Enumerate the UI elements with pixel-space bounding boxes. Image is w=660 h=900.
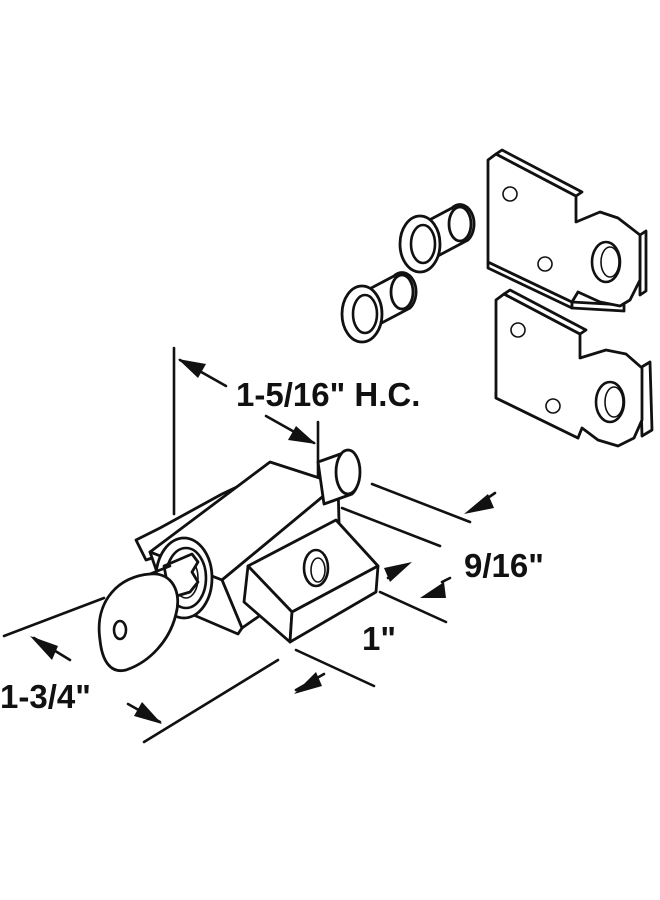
plate-pin-hole (594, 380, 626, 424)
width-label: 9/16" (464, 547, 544, 584)
width-dimension: 9/16" (340, 482, 544, 584)
hole-center-label: 1-5/16" H.C. (236, 376, 420, 413)
upper-mounting-plate (486, 148, 648, 313)
plate-screw-hole (502, 186, 518, 202)
lower-bushing (340, 271, 418, 344)
foot-screw-hole (302, 548, 330, 588)
latch-pin (334, 448, 362, 496)
height-dimension: 1" (362, 576, 452, 657)
hole-center-dimension: 1-5/16" H.C. (172, 346, 420, 576)
latch-body (134, 448, 380, 644)
plate-screw-hole (510, 322, 526, 338)
plate-screw-hole (545, 398, 561, 414)
length-dimension: 1-3/4" (0, 596, 376, 744)
length-label: 1-3/4" (0, 678, 91, 715)
key (97, 552, 200, 673)
upper-bushing (398, 203, 476, 274)
plate-screw-hole (537, 256, 553, 272)
key-hole (112, 619, 128, 641)
lower-mounting-plate (494, 288, 654, 448)
plate-pin-hole (590, 240, 622, 284)
height-label: 1" (362, 620, 396, 657)
